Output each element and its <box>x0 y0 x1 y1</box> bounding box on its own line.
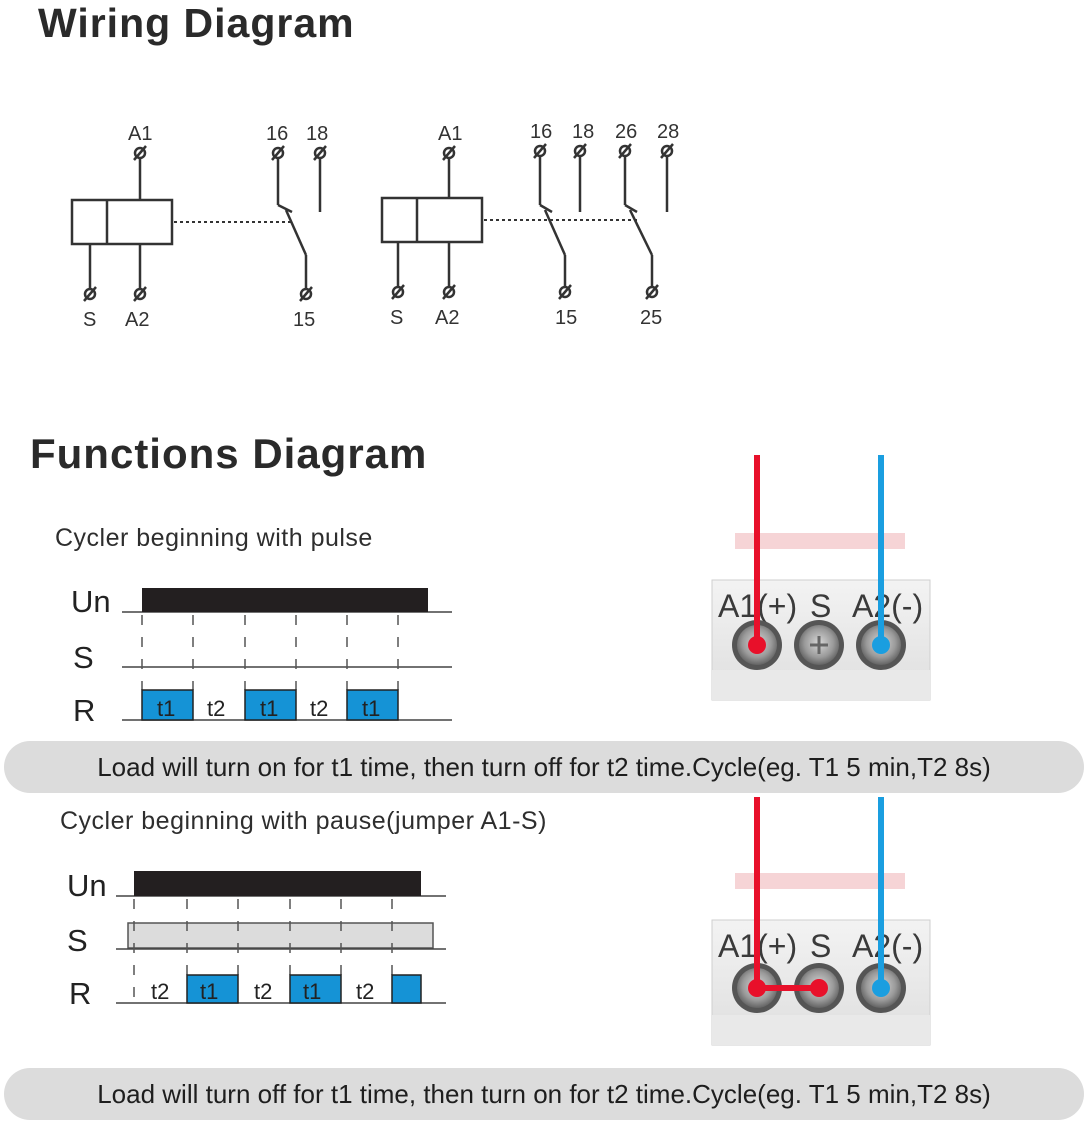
cycler1-timing: Un S R t1 t2 t1 t2 t1 <box>71 584 452 728</box>
cycler2-row-un: Un <box>67 868 107 903</box>
terminal2-s-label: S <box>810 928 831 964</box>
wiring-right: A1 S A2 16 18 26 28 15 25 <box>380 121 679 329</box>
cycler-pulse-title: Cycler beginning with pulse <box>55 524 373 552</box>
cycler1-row-r: R <box>73 693 95 728</box>
wiring-left-coil <box>70 198 174 246</box>
cycler1-seg-4: t2 <box>310 696 328 721</box>
terminal-block-2: A1(+) S A2(-) <box>711 797 931 1046</box>
wiring-left: A1 S A2 16 18 15 <box>70 123 328 331</box>
cycler1-pulse-3 <box>346 689 399 721</box>
cycler2-pulse-2 <box>289 974 342 1004</box>
terminal1-s-label: S <box>810 588 831 624</box>
wiring-right-26-label: 26 <box>615 121 637 143</box>
cycler2-seg-5: t2 <box>356 979 374 1004</box>
cycler2-s-bar <box>127 922 434 949</box>
cycler1-caption: Load will turn on for t1 time, then turn… <box>4 741 1084 793</box>
cycler-pause-title: Cycler beginning with pause(jumper A1-S) <box>60 807 547 835</box>
cycler1-seg-3: t1 <box>260 696 278 721</box>
wiring-right-s-label: S <box>390 307 403 329</box>
cycler1-pulse-2 <box>244 689 297 721</box>
terminal2-a2-label: A2(-) <box>852 928 923 964</box>
terminal1-a2-label: A2(-) <box>852 588 923 624</box>
wiring-left-16-label: 16 <box>266 123 288 145</box>
cycler2-row-s: S <box>67 923 88 958</box>
cycler2-caption: Load will turn off for t1 time, then tur… <box>4 1068 1084 1120</box>
functions-diagram-title: Functions Diagram <box>30 430 428 477</box>
cycler1-row-un: Un <box>71 584 111 619</box>
wiring-right-16-label: 16 <box>530 121 552 143</box>
cycler1-pulse-1 <box>141 689 194 721</box>
wiring-left-a2-label: A2 <box>125 309 149 331</box>
wiring-right-a1-label: A1 <box>438 123 462 145</box>
cycler1-un-bar <box>142 588 428 612</box>
cycler2-pulse-3 <box>391 974 422 1004</box>
cycler1-row-s: S <box>73 640 94 675</box>
cycler2-timing: Un S R t2 t1 t2 t1 t2 <box>67 868 446 1011</box>
cycler1-seg-1: t1 <box>157 696 175 721</box>
cycler2-seg-1: t2 <box>151 979 169 1004</box>
wiring-right-18-label: 18 <box>572 121 594 143</box>
cycler2-un-bar <box>134 871 421 896</box>
wiring-left-15-label: 15 <box>293 309 315 331</box>
cycler2-seg-3: t2 <box>254 979 272 1004</box>
cycler1-seg-5: t1 <box>362 696 380 721</box>
cycler2-seg-2: t1 <box>200 979 218 1004</box>
wiring-left-s-label: S <box>83 309 96 331</box>
wiring-left-a1-label: A1 <box>128 123 152 145</box>
wiring-right-a2-label: A2 <box>435 307 459 329</box>
cycler1-seg-2: t2 <box>207 696 225 721</box>
cycler2-pulse-1 <box>186 974 239 1004</box>
wiring-right-25-label: 25 <box>640 307 662 329</box>
cycler2-row-r: R <box>69 976 91 1011</box>
wiring-left-18-label: 18 <box>306 123 328 145</box>
wiring-right-15-label: 15 <box>555 307 577 329</box>
wiring-diagram-title: Wiring Diagram <box>38 0 355 46</box>
wiring-right-28-label: 28 <box>657 121 679 143</box>
terminal-block-1: A1(+) S A2(-) <box>711 455 931 701</box>
cycler2-seg-4: t1 <box>303 979 321 1004</box>
wiring-right-coil <box>380 196 484 244</box>
